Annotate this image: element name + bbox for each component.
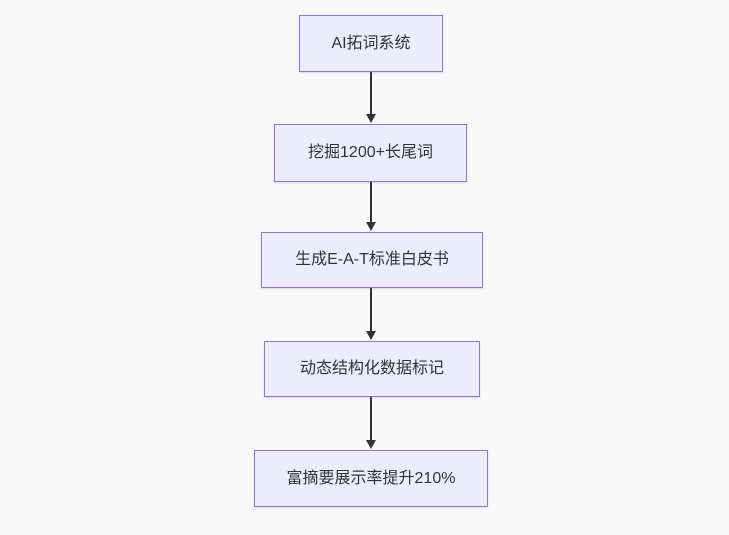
node-label: 动态结构化数据标记	[299, 360, 444, 378]
flow-node-mine-longtail-keywords: 挖掘1200+长尾词	[274, 124, 467, 182]
arrow-line	[370, 397, 372, 440]
node-label: AI拓词系统	[331, 34, 411, 52]
flow-arrow-3	[365, 288, 377, 340]
arrowhead-down-icon	[366, 114, 376, 123]
flow-arrow-1	[365, 72, 377, 123]
flow-arrow-4	[365, 397, 377, 449]
node-label: 挖掘1200+长尾词	[308, 144, 433, 162]
flow-node-ai-word-expansion-system: AI拓词系统	[299, 15, 443, 72]
arrow-line	[370, 288, 372, 331]
flow-node-rich-snippet-rate-increase: 富摘要展示率提升210%	[254, 450, 488, 507]
arrowhead-down-icon	[366, 440, 376, 449]
arrow-line	[370, 72, 372, 114]
arrowhead-down-icon	[366, 222, 376, 231]
flow-node-dynamic-structured-data-markup: 动态结构化数据标记	[264, 341, 480, 397]
flow-node-generate-eat-whitepaper: 生成E-A-T标准白皮书	[261, 232, 483, 288]
flow-arrow-2	[365, 182, 377, 231]
arrowhead-down-icon	[366, 331, 376, 340]
node-label: 富摘要展示率提升210%	[286, 469, 456, 487]
node-label: 生成E-A-T标准白皮书	[295, 251, 449, 269]
arrow-line	[370, 182, 372, 222]
